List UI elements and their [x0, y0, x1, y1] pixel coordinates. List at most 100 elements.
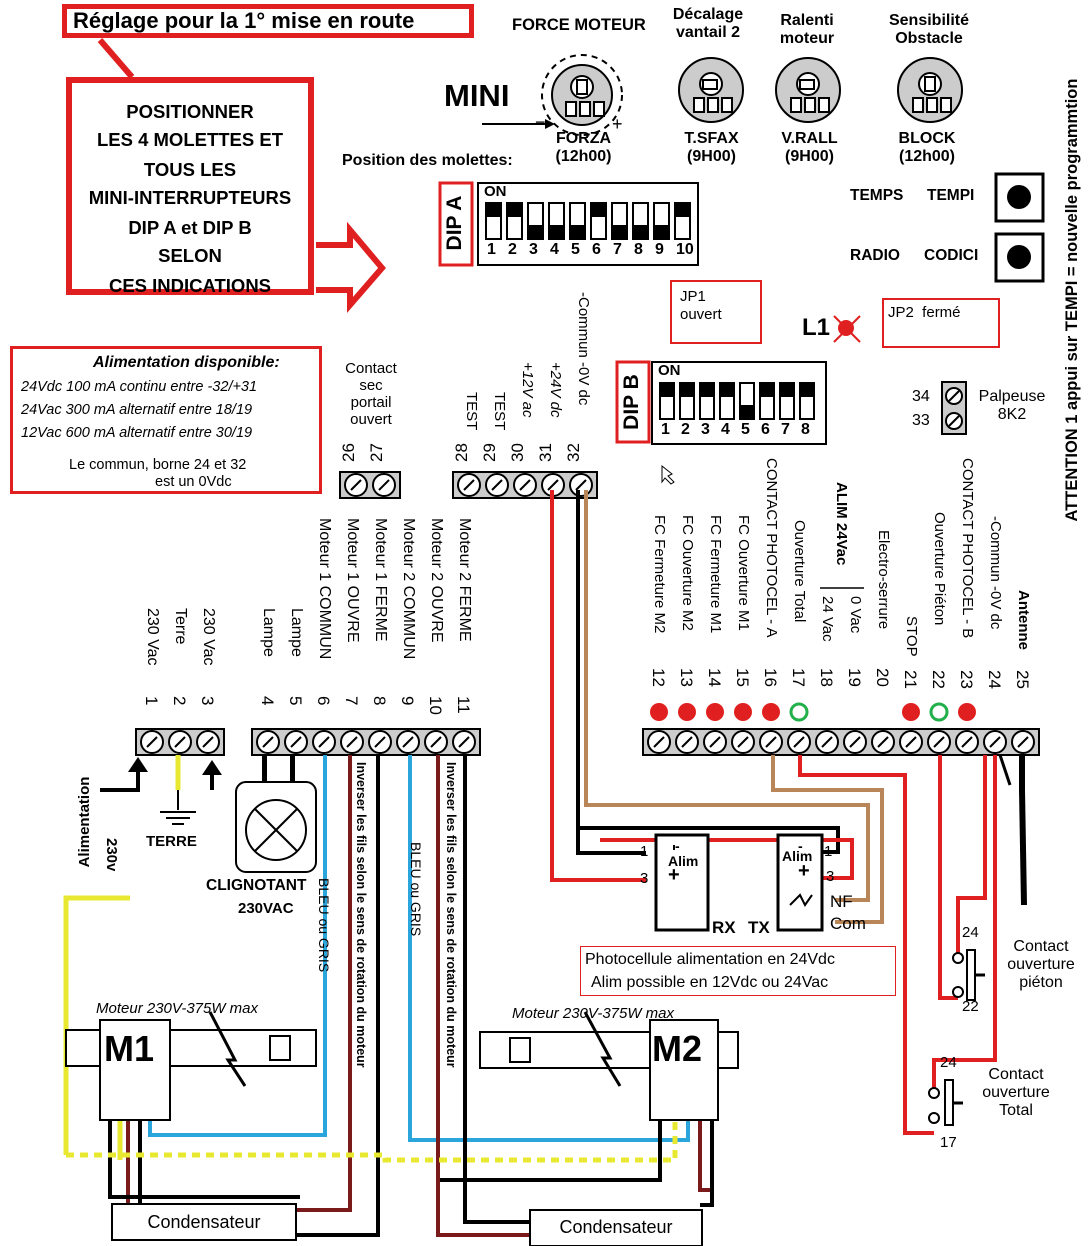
- motor-spec-1: Moteur 230V-375W max: [96, 1000, 259, 1017]
- dip-switch[interactable]: [506, 202, 523, 240]
- m2-label: M2: [652, 1028, 703, 1069]
- dip-switch[interactable]: [653, 202, 670, 240]
- terminal-screw[interactable]: [452, 730, 476, 754]
- dip-switch[interactable]: [674, 202, 691, 240]
- dip-switch[interactable]: [632, 202, 649, 240]
- terminal-screw[interactable]: [927, 730, 951, 754]
- pot-vrall: [775, 57, 841, 123]
- terminal-screw[interactable]: [312, 730, 336, 754]
- terminal-label: +12V ac: [519, 362, 536, 418]
- terminal-screw[interactable]: [140, 730, 164, 754]
- dip-number: 7: [613, 241, 622, 258]
- rx-pin-1: 1: [640, 843, 649, 860]
- terminal-screw[interactable]: [871, 730, 895, 754]
- dip-number: 3: [701, 421, 710, 438]
- led-red: [762, 703, 780, 721]
- terminal-screw[interactable]: [368, 730, 392, 754]
- led-red: [734, 703, 752, 721]
- dip-switch[interactable]: [569, 202, 586, 240]
- codici-label: CODICI: [924, 247, 979, 264]
- terminal-screw[interactable]: [513, 473, 537, 497]
- terminal-screw[interactable]: [424, 730, 448, 754]
- tempi-label: TEMPI: [927, 187, 975, 204]
- mini-label: MINI: [444, 78, 510, 113]
- alim-24vac-label: ALIM 24Vac: [833, 482, 850, 566]
- terminal-label: Moteur 2 OUVRE: [428, 518, 445, 643]
- dip-switch[interactable]: [739, 382, 755, 420]
- pot-code: V.RALL(9H00): [781, 130, 838, 165]
- dip-number: 8: [801, 421, 810, 438]
- terminal-screw[interactable]: [569, 473, 593, 497]
- terminal-screw[interactable]: [372, 473, 396, 497]
- terminal-screw[interactable]: [731, 730, 755, 754]
- terminal-screw[interactable]: [675, 730, 699, 754]
- terminal-screw[interactable]: [983, 730, 1007, 754]
- instruction-line: MINI-INTERRUPTEURS: [88, 187, 292, 208]
- wires: [63, 490, 1027, 1237]
- dip-switch[interactable]: [779, 382, 795, 420]
- tempi-button[interactable]: [994, 172, 1045, 223]
- contact-total: [928, 1079, 963, 1126]
- total-num-24: 24: [940, 1054, 957, 1071]
- terminal-block-4-11: [251, 728, 481, 756]
- alimentation-box: Alimentation disponible: 24Vdc 100 mA co…: [10, 346, 322, 494]
- contact-pieton: [952, 949, 985, 1001]
- terminal-label: Moteur 1 FERME: [372, 518, 389, 642]
- terminal-screw[interactable]: [843, 730, 867, 754]
- rx-minus: -: [675, 838, 680, 854]
- dip-switch[interactable]: [719, 382, 735, 420]
- dip-switch[interactable]: [590, 202, 607, 240]
- dip-switch[interactable]: [527, 202, 544, 240]
- photocell-note: Photocellule alimentation en 24Vdc Alim …: [580, 946, 896, 996]
- terminal-screw[interactable]: [256, 730, 280, 754]
- terminal-screw[interactable]: [955, 730, 979, 754]
- dip-switch[interactable]: [611, 202, 628, 240]
- codici-button[interactable]: [994, 232, 1045, 283]
- inverser-note-2: Inverser les fils selon le sens de rotat…: [444, 762, 458, 1068]
- terminal-screw[interactable]: [168, 730, 192, 754]
- condensateur-label-2: Condensateur: [559, 1217, 673, 1237]
- terminal-screw[interactable]: [1011, 730, 1035, 754]
- terminal-number: 24: [985, 670, 1004, 689]
- dip-switch[interactable]: [799, 382, 815, 420]
- tx-minus: -: [798, 838, 803, 854]
- dip-switch[interactable]: [699, 382, 715, 420]
- terminal-number: 21: [901, 670, 920, 689]
- terre-label: TERRE: [146, 833, 197, 850]
- terminal-screw[interactable]: [284, 730, 308, 754]
- terminal-label: 230 Vac: [200, 608, 217, 666]
- power-arrows: [100, 757, 222, 825]
- tx-plus: +: [798, 860, 810, 882]
- terminal-number: 11: [454, 696, 473, 714]
- terminal-screw[interactable]: [457, 473, 481, 497]
- dip-switch[interactable]: [679, 382, 695, 420]
- terminal-screw[interactable]: [815, 730, 839, 754]
- bleu-gris-label-1: BLEU ou GRIS: [316, 878, 332, 973]
- terminal-screw[interactable]: [344, 473, 368, 497]
- terminal-screw[interactable]: [485, 473, 509, 497]
- dip-switch[interactable]: [759, 382, 775, 420]
- terminal-label: 0 Vac: [847, 596, 864, 634]
- terminal-number: 8: [370, 696, 389, 706]
- dip-switch[interactable]: [659, 382, 675, 420]
- terminal-screw[interactable]: [340, 730, 364, 754]
- dip-switch[interactable]: [548, 202, 565, 240]
- 230v-label: 230v: [103, 838, 120, 872]
- terminal-number: 4: [258, 696, 277, 706]
- clignotant-label: CLIGNOTANT: [206, 877, 307, 894]
- terminal-screw[interactable]: [787, 730, 811, 754]
- terminal-label: Moteur 2 COMMUN: [400, 518, 417, 660]
- temps-label: TEMPS: [850, 187, 904, 204]
- terminal-screw[interactable]: [396, 730, 420, 754]
- tx-label: TX: [748, 918, 770, 937]
- pieton-num-24: 24: [962, 924, 979, 941]
- dip-switch[interactable]: [485, 202, 502, 240]
- terminal-screw[interactable]: [647, 730, 671, 754]
- terminal-screw[interactable]: [196, 730, 220, 754]
- terminal-screw[interactable]: [759, 730, 783, 754]
- terminal-number: 3: [198, 696, 217, 706]
- terminal-screw[interactable]: [899, 730, 923, 754]
- terminal-screw[interactable]: [703, 730, 727, 754]
